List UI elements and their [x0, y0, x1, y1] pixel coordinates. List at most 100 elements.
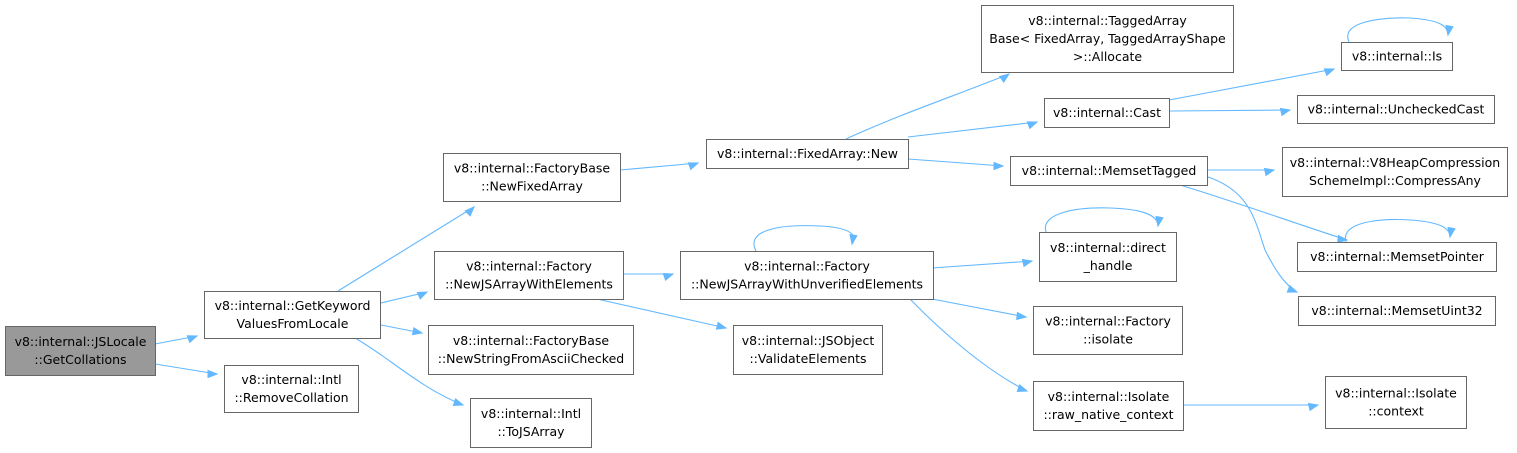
node-rawnativecontext[interactable]: v8::internal::Isolate::raw_native_contex…: [1033, 381, 1184, 431]
arrow-head-icon: [464, 206, 475, 217]
node-box[interactable]: [733, 325, 883, 375]
arrow-head-icon: [186, 335, 199, 344]
node-label: ::isolate: [1083, 332, 1133, 347]
node-label: ::ValidateElements: [749, 351, 866, 366]
node-label: v8::internal::Isolate: [1335, 386, 1457, 401]
node-directhandle[interactable]: v8::internal::direct_handle: [1039, 232, 1177, 282]
node-box[interactable]: [428, 325, 634, 375]
node-label: v8::internal::Intl: [241, 372, 341, 387]
node-box[interactable]: [1033, 381, 1184, 431]
node-box[interactable]: [1033, 306, 1183, 355]
node-label: ::NewJSArrayWithElements: [445, 277, 613, 292]
node-fixedarraynew[interactable]: v8::internal::FixedArray::New: [706, 139, 909, 169]
call-edge: [753, 225, 855, 252]
node-box[interactable]: [1039, 232, 1177, 282]
arrow-head-icon: [993, 161, 1005, 171]
arrow-head-icon: [1016, 383, 1029, 393]
node-box[interactable]: [1341, 42, 1453, 71]
arrow-head-icon: [849, 233, 858, 246]
node-label: v8::internal::GetKeyword: [215, 298, 371, 313]
node-label: ::NewJSArrayWithUnverifiedElements: [691, 277, 923, 292]
node-label: v8::internal::FactoryBase: [453, 333, 610, 348]
call-edge: [1044, 207, 1159, 233]
node-label: v8::internal::Intl: [481, 406, 581, 421]
node-compressany[interactable]: v8::internal::V8HeapCompressionSchemeImp…: [1282, 147, 1508, 197]
arrow-head-icon: [687, 162, 700, 171]
arrow-head-icon: [715, 321, 728, 330]
node-box[interactable]: [1282, 147, 1508, 197]
node-box[interactable]: [443, 153, 621, 202]
arrow-head-icon: [207, 369, 219, 379]
node-label: v8::internal::FixedArray::New: [717, 146, 898, 161]
node-label: ::context: [1368, 404, 1424, 419]
node-box[interactable]: [1044, 98, 1170, 128]
node-box[interactable]: [5, 326, 156, 376]
node-box[interactable]: [224, 365, 359, 413]
call-edge: [337, 206, 475, 292]
arrow-head-icon: [1337, 234, 1349, 244]
node-box[interactable]: [1297, 242, 1497, 272]
node-label: v8::internal::Factory: [466, 259, 592, 274]
arrow-head-icon: [1447, 226, 1456, 239]
node-label: _handle: [1083, 258, 1133, 273]
arrow-head-icon: [411, 326, 424, 336]
call-edge: [1168, 68, 1335, 101]
node-box[interactable]: [434, 251, 624, 300]
node-newjsarraywithelements[interactable]: v8::internal::Factory::NewJSArrayWithEle…: [434, 251, 624, 300]
node-box[interactable]: [706, 139, 909, 169]
call-edge: [907, 158, 1004, 167]
node-label: ::NewStringFromAsciiChecked: [438, 351, 624, 366]
node-memsetpointer[interactable]: v8::internal::MemsetPointer: [1297, 242, 1497, 272]
node-uncheckedcast[interactable]: v8::internal::UncheckedCast: [1297, 95, 1495, 124]
node-label: v8::internal::JSLocale: [15, 334, 147, 349]
node-newstringfromascii[interactable]: v8::internal::FactoryBase::NewStringFrom…: [428, 325, 634, 375]
arrow-head-icon: [1323, 68, 1336, 77]
arrow-head-icon: [416, 291, 429, 300]
node-label: v8::internal::Isolate: [1048, 389, 1170, 404]
call-edge: [845, 73, 1010, 140]
node-label: Base< FixedArray, TaggedArrayShape: [989, 31, 1226, 46]
call-edge: [619, 162, 699, 171]
node-box[interactable]: [204, 291, 381, 339]
arrow-head-icon: [1445, 24, 1454, 37]
node-label: v8::internal::JSObject: [742, 333, 875, 348]
node-label: ::raw_native_context: [1043, 407, 1173, 422]
node-box[interactable]: [470, 398, 592, 448]
node-box[interactable]: [1010, 156, 1208, 186]
node-newjsarrayunverified[interactable]: v8::internal::Factory::NewJSArrayWithUnv…: [680, 251, 934, 300]
node-box[interactable]: [981, 5, 1234, 73]
arrow-head-icon: [1263, 167, 1276, 177]
node-newfixedarray[interactable]: v8::internal::FactoryBase::NewFixedArray: [443, 153, 621, 202]
node-box[interactable]: [680, 251, 934, 300]
node-box[interactable]: [1325, 376, 1467, 429]
node-validateelements[interactable]: v8::internal::JSObject::ValidateElements: [733, 325, 883, 375]
node-label: ::RemoveCollation: [234, 390, 348, 405]
node-cast[interactable]: v8::internal::Cast: [1044, 98, 1170, 128]
node-label: >::Allocate: [1073, 49, 1142, 64]
arrow-head-icon: [998, 73, 1011, 83]
node-box[interactable]: [1298, 296, 1496, 326]
call-edge: [1344, 219, 1451, 243]
node-removecollation[interactable]: v8::internal::Intl::RemoveCollation: [224, 365, 359, 413]
node-memsettagged[interactable]: v8::internal::MemsetTagged: [1010, 156, 1208, 186]
node-label: v8::internal::TaggedArray: [1028, 13, 1187, 28]
node-label: v8::internal::V8HeapCompression: [1290, 155, 1500, 170]
node-is[interactable]: v8::internal::Is: [1341, 42, 1453, 71]
node-isolatecontext[interactable]: v8::internal::Isolate::context: [1325, 376, 1467, 429]
node-getcollations[interactable]: v8::internal::JSLocale::GetCollations: [5, 326, 156, 376]
arrow-head-icon: [452, 397, 465, 407]
call-edge: [931, 260, 1033, 269]
arrow-head-icon: [1026, 121, 1039, 130]
node-factoryisolate[interactable]: v8::internal::Factory::isolate: [1033, 306, 1183, 355]
node-tojsarray[interactable]: v8::internal::Intl::ToJSArray: [470, 398, 592, 448]
call-edge: [596, 298, 727, 329]
node-label: ::NewFixedArray: [481, 179, 583, 194]
node-memsetuint32[interactable]: v8::internal::MemsetUint32: [1298, 296, 1496, 326]
call-edge: [909, 298, 1028, 392]
node-label: ::GetCollations: [34, 352, 126, 367]
node-box[interactable]: [1297, 95, 1495, 124]
arrow-head-icon: [662, 272, 675, 282]
